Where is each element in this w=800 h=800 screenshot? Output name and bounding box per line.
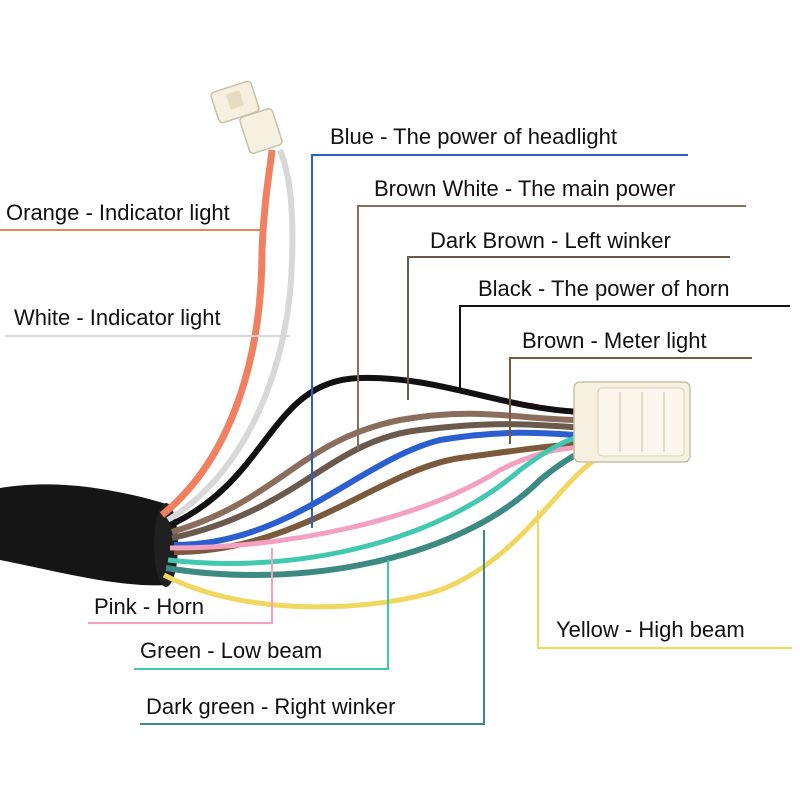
label-black: Black - The power of horn [478, 276, 730, 301]
leader-black [459, 305, 790, 392]
large-connector [573, 381, 691, 463]
label-pink: Pink - Horn [94, 594, 205, 619]
label-dark-brown: Dark Brown - Left winker [430, 228, 671, 253]
wire-black [168, 374, 581, 528]
cable-sheath [0, 484, 170, 586]
leader-brown [509, 357, 752, 444]
leader-green [134, 560, 389, 670]
label-green: Green - Low beam [140, 638, 323, 663]
leader-dark-brown [407, 256, 730, 400]
label-brown: Brown - Meter light [522, 328, 707, 353]
wire-blue [173, 429, 589, 548]
leader-dark-green [140, 530, 485, 725]
wire-dark-brown [171, 421, 586, 541]
small-connector [210, 80, 283, 155]
label-orange: Orange - Indicator light [6, 200, 230, 225]
wire-orange [159, 149, 276, 518]
leader-yellow [537, 510, 792, 649]
wire-brown-white [171, 410, 583, 535]
label-yellow: Yellow - High beam [556, 617, 745, 642]
wire-white [166, 148, 296, 523]
label-brown-white: Brown White - The main power [374, 176, 676, 201]
leader-brown-white [357, 205, 746, 450]
wire-yellow [162, 455, 600, 610]
leader-pink [88, 548, 273, 624]
wire-brown [173, 441, 591, 555]
wire-green [167, 431, 601, 566]
wire-pink [169, 445, 596, 551]
leader-blue [311, 154, 688, 528]
label-blue: Blue - The power of headlight [330, 124, 617, 149]
label-white: White - Indicator light [14, 305, 221, 330]
label-dark-green: Dark green - Right winker [146, 694, 396, 719]
